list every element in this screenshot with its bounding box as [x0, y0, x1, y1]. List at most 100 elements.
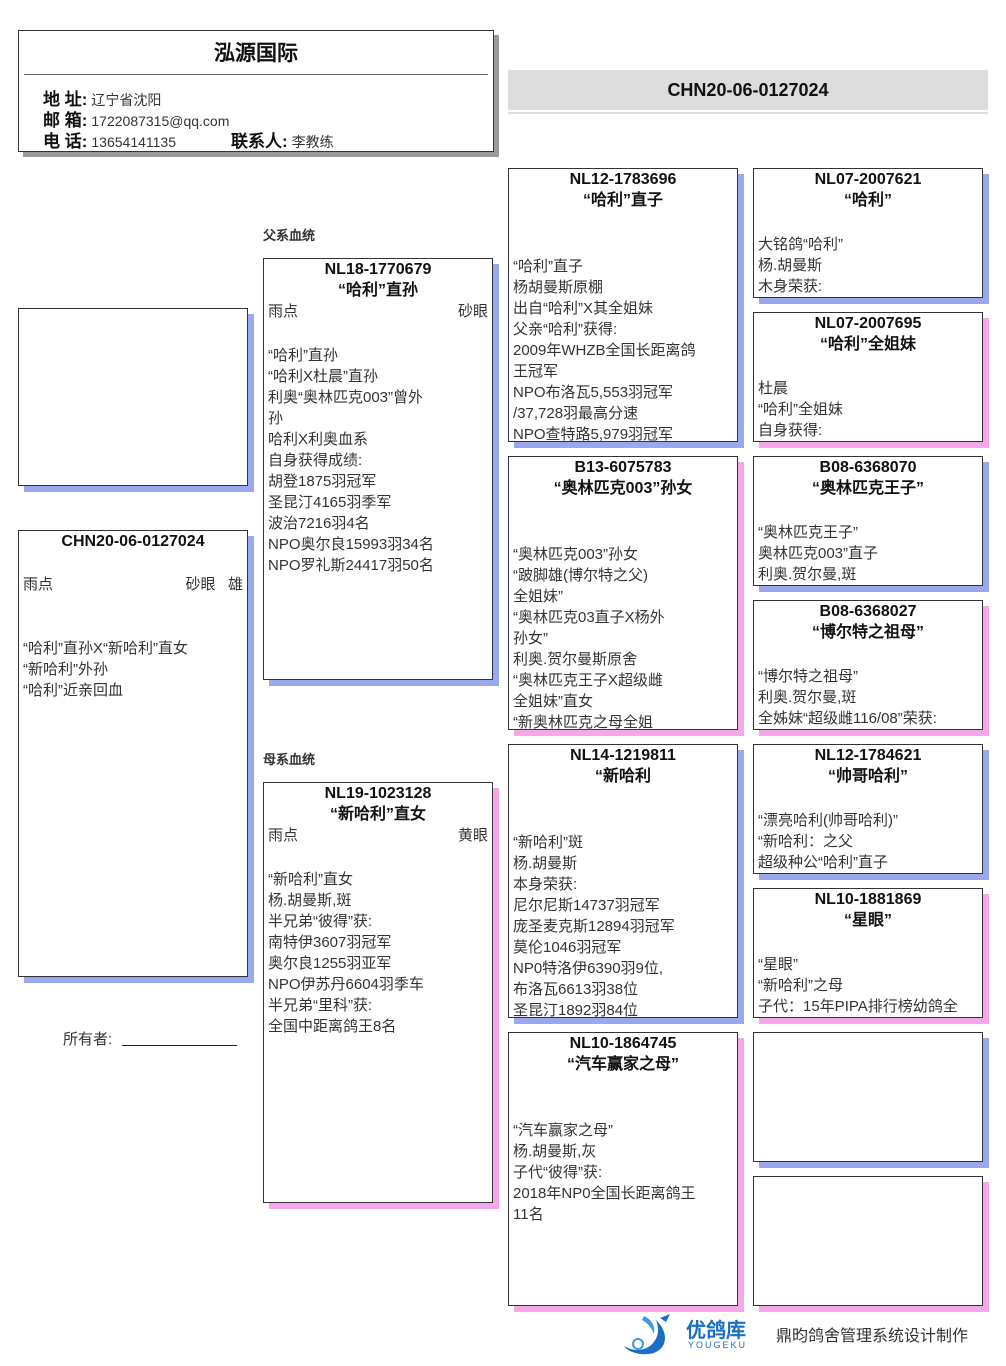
divider	[24, 74, 488, 75]
ring-number: B08-6368027	[819, 603, 917, 620]
subject-notes: “哈利”直孙X“新哈利”直女“新哈利”外孙“哈利”近亲回血	[23, 638, 243, 701]
note-line: NP0特洛伊6390羽9位,	[513, 960, 664, 977]
great-grandparent-card: NL12-1784621“帅哥哈利”“漂亮哈利(帅哥哈利)”“新哈利：之父超级种…	[753, 744, 983, 874]
note-line: 利奥.贺尔曼斯原舍	[513, 651, 638, 668]
pigeon-name: “哈利”	[843, 192, 892, 209]
note-line: “星眼”	[758, 956, 798, 973]
great-grandparent-card: B08-6368070 “奥林匹克王子” “奥林匹克王子”奥林匹克003”直子利奥.…	[753, 456, 983, 586]
note-line: 波治7216羽4名	[268, 515, 370, 532]
ring-number: NL12-1784621	[814, 747, 922, 764]
note-line: “博尔特之祖母”	[758, 668, 858, 685]
note-line: 超级种公“哈利”直子	[758, 854, 888, 871]
contact-value: 李教练	[291, 134, 334, 150]
pigeon-notes: “新哈利”斑杨.胡曼斯本身荣获:尼尔尼斯14737羽冠军庞圣麦克斯12894羽冠…	[513, 832, 733, 1018]
traits-row: 雨点砂眼	[264, 301, 492, 322]
note-line: /37,728羽最高分速	[513, 405, 639, 422]
note-line: 全国中距离鸽王8名	[268, 1018, 397, 1035]
note-line: 圣昆汀4165羽季军	[268, 494, 392, 511]
pigeon-name: “奥林匹克王子”	[811, 480, 924, 497]
great-grandparent-card	[753, 1176, 983, 1306]
grandparent-card: NL14-1219811“新哈利“新哈利”斑杨.胡曼斯本身荣获:尼尔尼斯1473…	[508, 744, 738, 1018]
pigeon-notes: 杜晨“哈利”全姐妹自身获得:	[758, 378, 978, 441]
grandparent-card: NL10-1864745“汽车赢家之母”“汽车赢家之母”杨.胡曼斯,灰子代“彼得…	[508, 1032, 738, 1306]
great-grandparent-card: NL10-1881869“星眼”“星眼”“新哈利”之母子代：15年PIPA排行榜…	[753, 888, 983, 1018]
note-line: “新哈利”直女	[268, 871, 353, 888]
note-line: “新哈利”外孙	[23, 661, 108, 678]
address-label: 地 址:	[43, 90, 88, 109]
note-line: 孙	[268, 410, 284, 427]
note-line: “新奥林匹克之母全姐	[513, 714, 653, 730]
sire-section-label: 父系血统	[263, 228, 316, 243]
note-line: 圣昆汀1892羽84位	[513, 1002, 639, 1018]
note-line: 半兄弟“彼得”获:	[268, 913, 373, 930]
pigeon-name: “新哈利”直女	[329, 806, 426, 823]
note-line: “新哈利”斑	[513, 834, 583, 851]
note-line: 全姐妹”	[513, 588, 563, 605]
pigeon-notes: “奥林匹克王子”奥林匹克003”直子利奥.贺尔曼,斑	[758, 522, 978, 585]
ring-banner: CHN20-06-0127024	[508, 70, 988, 110]
pigeon-name: “汽车赢家之母”	[566, 1056, 679, 1073]
note-line: 莫伦1046羽冠军	[513, 939, 622, 956]
eye-trait: 砂眼	[457, 303, 488, 320]
note-line: NPO罗礼斯24417羽50名	[268, 557, 434, 574]
note-line: “哈利”近亲回血	[23, 682, 123, 699]
pigeon-notes: “哈利”直子杨胡曼斯原棚出自“哈利”X其全姐妹父亲“哈利”获得:2009年WHZ…	[513, 256, 733, 441]
pigeon-notes: “星眼”“新哈利”之母子代：15年PIPA排行榜幼鸽全	[758, 954, 978, 1017]
note-line: 自身获得:	[758, 422, 823, 439]
color-trait: 雨点	[268, 827, 299, 844]
note-line: 父亲“哈利”获得:	[513, 321, 618, 338]
note-line: 奥尔良1255羽亚军	[268, 955, 392, 972]
subject-traits: 雨点 砂眼 雄	[19, 574, 247, 595]
ring-number: NL10-1881869	[814, 891, 922, 908]
note-line: 半兄弟“里科”获:	[268, 997, 373, 1014]
pigeon-notes: “博尔特之祖母”利奥.贺尔曼,斑全姊妹“超级雌116/08”荣获:	[758, 666, 978, 729]
note-line: “跛脚雄(博尔特之父)	[513, 567, 648, 584]
dam-card: NL19-1023128“新哈利”直女雨点黄眼“新哈利”直女杨.胡曼斯,斑半兄弟…	[263, 782, 493, 1203]
loft-name: 泓源国际	[214, 42, 298, 65]
note-line: “漂亮哈利(帅哥哈利)”	[758, 812, 898, 829]
note-line: 子代“彼得”获:	[513, 1164, 603, 1181]
great-grandparent-card	[753, 1032, 983, 1162]
note-line: “奥林匹克003”孙女	[513, 546, 639, 563]
traits-row: 雨点黄眼	[264, 825, 492, 846]
owner-label: 所有者:	[63, 1031, 113, 1048]
pigeon-photo-placeholder	[18, 308, 248, 486]
ring-number: B08-6368070	[819, 459, 917, 476]
grandparent-card: NL12-1783696“哈利”直子“哈利”直子杨胡曼斯原棚出自“哈利”X其全姐…	[508, 168, 738, 442]
note-line: 利奥.贺尔曼,斑	[758, 689, 857, 706]
note-line: “哈利”直孙	[268, 347, 338, 364]
pigeon-name: “哈利”直孙	[337, 282, 418, 299]
grandparent-card: B13-6075783“奥林匹克003”孙女“奥林匹克003”孙女“跛脚雄(博尔…	[508, 456, 738, 730]
phone-value: 13654141135	[91, 134, 176, 150]
note-line: NPO伊苏丹6604羽季车	[268, 976, 424, 993]
note-line: 孙女”	[513, 630, 548, 647]
note-line: 子代：15年PIPA排行榜幼鸽全	[758, 998, 958, 1015]
note-line: “哈利X杜晨”直孙	[268, 368, 378, 385]
note-line: “汽车赢家之母”	[513, 1122, 613, 1139]
pigeon-notes: “漂亮哈利(帅哥哈利)”“新哈利：之父超级种公“哈利”直子	[758, 810, 978, 873]
note-line: 奥林匹克003”直子	[758, 545, 879, 562]
note-line: 王冠军	[513, 363, 559, 380]
note-line: 胡登1875羽冠军	[268, 473, 377, 490]
dam-section-label: 母系血统	[263, 752, 316, 767]
ring-number: NL07-2007695	[814, 315, 922, 332]
email-label: 邮 箱:	[43, 111, 88, 130]
note-line: “哈利”直子	[513, 258, 583, 275]
pigeon-name: “哈利”直子	[582, 192, 663, 209]
phone-label: 电 话:	[43, 132, 88, 151]
owner-field: 所有者:	[63, 1028, 238, 1049]
pigeon-notes: “新哈利”直女杨.胡曼斯,斑半兄弟“彼得”获:南特伊3607羽冠军奥尔良1255…	[268, 869, 488, 1037]
swirl-logo-icon	[624, 1314, 670, 1355]
ring-number: NL10-1864745	[569, 1035, 677, 1052]
note-line: 杜晨	[758, 380, 789, 397]
sire-card: NL18-1770679“哈利”直孙雨点砂眼“哈利”直孙“哈利X杜晨”直孙利奥“…	[263, 258, 493, 680]
note-line: NPO奥尔良15993羽34名	[268, 536, 434, 553]
logo-subtext: YOUGEKU	[688, 1340, 748, 1350]
contact-row: 联系人:李教练	[231, 127, 334, 151]
ring-number: NL12-1783696	[569, 171, 677, 188]
great-grandparent-card: B08-6368027“博尔特之祖母”“博尔特之祖母”利奥.贺尔曼,斑全姊妹“超…	[753, 600, 983, 730]
footer-credit: 鼎昀鸽舍管理系统设计制作	[776, 1328, 969, 1345]
logo-text: 优鸽库	[686, 1320, 746, 1342]
pigeon-name: “星眼”	[843, 912, 892, 929]
